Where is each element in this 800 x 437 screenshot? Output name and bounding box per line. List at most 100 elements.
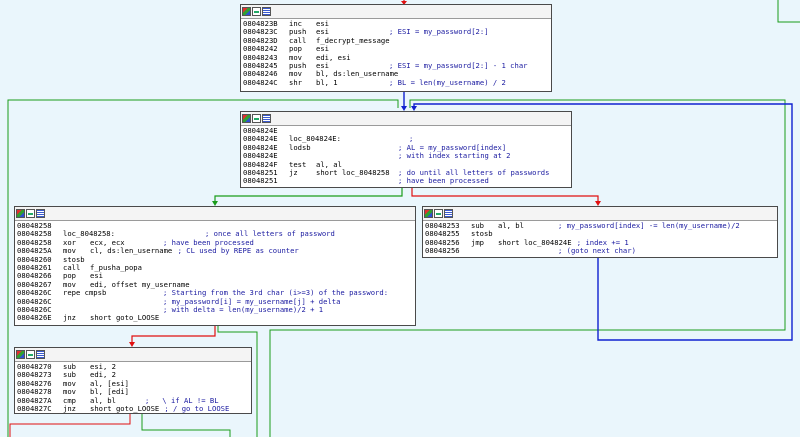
comment: ; / go to LOOSE: [164, 403, 230, 413]
operands[interactable]: short goto_LOOSE: [90, 313, 160, 323]
operands[interactable]: esi: [316, 27, 329, 37]
operands[interactable]: esi: [316, 44, 329, 54]
color-icon[interactable]: [16, 350, 25, 359]
mnemonic: repe cmpsb: [63, 288, 107, 298]
code-label[interactable]: loc_804824E:: [289, 134, 341, 144]
address: 0804827A: [17, 395, 52, 405]
list-icon[interactable]: [262, 114, 271, 123]
comment: ; \ if AL != BL: [145, 395, 219, 405]
list-icon[interactable]: [36, 209, 45, 218]
graph-icon[interactable]: [26, 350, 35, 359]
operands[interactable]: al, bl: [498, 221, 524, 230]
graph-icon[interactable]: [252, 114, 261, 123]
operands[interactable]: esi, 2: [90, 362, 116, 371]
operands[interactable]: f_decrypt_message: [316, 35, 390, 45]
instruction-line[interactable]: 0804827C jnz short goto_LOOSE ; / go to LOO…: [17, 403, 251, 413]
color-icon[interactable]: [242, 7, 251, 16]
instruction-line[interactable]: 0804826C; my_password[i] = my_username[j…: [17, 297, 415, 306]
color-icon[interactable]: [424, 209, 433, 218]
operands[interactable]: esi: [90, 271, 103, 281]
address: 0804824E: [243, 134, 278, 144]
comment: ; with delta = len(my_username)/2 + 1: [163, 304, 324, 314]
mnemonic: stosb: [63, 254, 85, 264]
operands[interactable]: al, [esi]: [90, 378, 129, 388]
graph-icon[interactable]: [252, 7, 261, 16]
code-label[interactable]: loc_8048258:: [63, 229, 115, 239]
mnemonic: mov: [63, 387, 76, 397]
edge-loop-to-compare: [214, 188, 403, 203]
instruction-line[interactable]: 0804826C; with delta = len(my_username)/…: [17, 304, 415, 314]
operands[interactable]: short loc_804824E: [498, 237, 572, 247]
operands[interactable]: short goto_LOOSE: [90, 403, 160, 413]
list-icon[interactable]: [444, 209, 453, 218]
color-icon[interactable]: [16, 209, 25, 218]
color-icon[interactable]: [242, 114, 251, 123]
mnemonic: jmp: [471, 237, 484, 247]
mnemonic: mov: [63, 246, 76, 256]
list-icon[interactable]: [36, 350, 45, 359]
operands[interactable]: esi: [316, 60, 329, 70]
instruction-line[interactable]: 0804824E: [243, 126, 571, 135]
mnemonic: jnz: [63, 403, 76, 413]
list-icon[interactable]: [262, 7, 271, 16]
operands[interactable]: al, bl: [90, 395, 116, 405]
operands[interactable]: esi: [316, 19, 329, 28]
operands[interactable]: edi, 2: [90, 370, 116, 380]
edge-sub-back-arrow: [411, 106, 417, 111]
operands[interactable]: edi, esi: [316, 52, 351, 62]
operands[interactable]: edi, offset my_username: [90, 279, 190, 289]
operands[interactable]: al, al: [316, 159, 342, 169]
instruction-line[interactable]: 08048256; (goto next char): [425, 246, 777, 255]
operands[interactable]: cl, ds:len_username: [90, 246, 173, 256]
operands[interactable]: short loc_8048258: [316, 167, 390, 177]
operands[interactable]: f_pusha_popa: [90, 262, 142, 272]
graph-icon[interactable]: [26, 209, 35, 218]
operands[interactable]: bl, ds:len_username: [316, 69, 399, 79]
operands[interactable]: bl, [edi]: [90, 387, 129, 397]
operands[interactable]: bl, 1: [316, 77, 338, 87]
instruction-line[interactable]: 0804824E; with index starting at 2: [243, 151, 571, 160]
operands[interactable]: ecx, ecx: [90, 237, 125, 247]
comment: ; do until all letters of passwords: [398, 167, 550, 177]
instruction-line[interactable]: 08048251; have been processed: [243, 176, 571, 185]
graph-icon[interactable]: [434, 209, 443, 218]
address: 0804827C: [17, 403, 52, 413]
instruction-line[interactable]: 08048258: [17, 221, 415, 230]
